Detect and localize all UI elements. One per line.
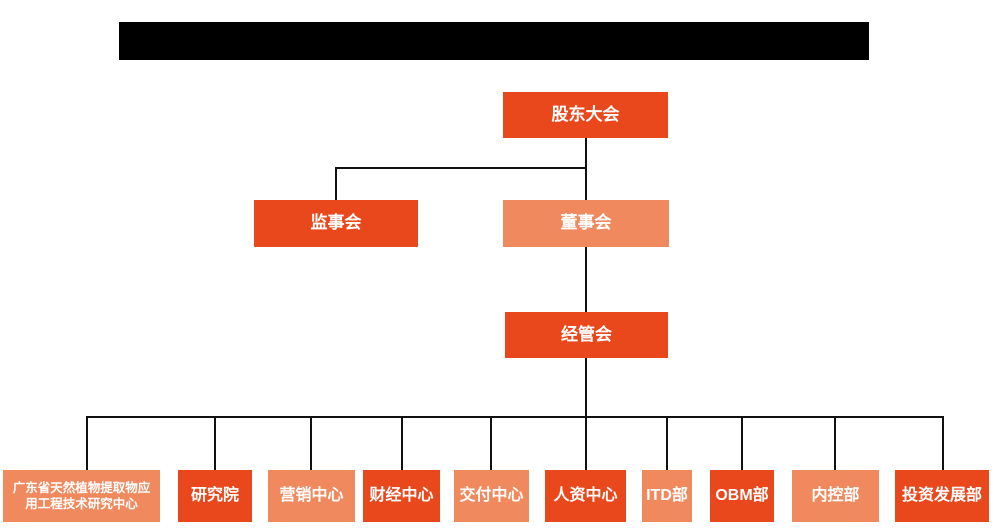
connector-line	[942, 416, 944, 470]
org-node-shareholders-meeting: 股东大会	[503, 92, 668, 138]
org-node-delivery-center: 交付中心	[454, 470, 529, 522]
connector-line	[585, 138, 587, 200]
org-node-finance-center: 财经中心	[363, 470, 440, 522]
connector-line	[585, 416, 587, 470]
org-node-itd-department: ITD部	[642, 470, 692, 522]
connector-line	[335, 167, 337, 200]
connector-line	[310, 416, 312, 470]
org-node-hr-center: 人资中心	[545, 470, 626, 522]
org-node-internal-control-department: 内控部	[792, 470, 879, 522]
org-node-marketing-center: 营销中心	[268, 470, 355, 522]
org-node-board-of-directors: 董事会	[503, 200, 669, 247]
connector-line	[834, 416, 836, 470]
org-node-obm-department: OBM部	[710, 470, 774, 522]
connector-line	[86, 416, 944, 418]
connector-line	[214, 416, 216, 470]
redacted-title-bar	[119, 22, 869, 60]
connector-line	[401, 416, 403, 470]
connector-line	[741, 416, 743, 470]
connector-line	[86, 416, 88, 470]
connector-line	[585, 247, 587, 312]
org-node-research-institute: 研究院	[178, 470, 252, 522]
connector-line	[666, 416, 668, 470]
org-node-gd-plant-extract-research-center: 广东省天然植物提取物应用工程技术研究中心	[3, 470, 160, 522]
org-node-management-committee: 经管会	[505, 312, 668, 358]
org-node-board-of-supervisors: 监事会	[254, 200, 418, 247]
connector-line	[490, 416, 492, 470]
connector-line	[585, 358, 587, 417]
connector-line	[335, 167, 587, 169]
org-node-investment-development-department: 投资发展部	[895, 470, 989, 522]
